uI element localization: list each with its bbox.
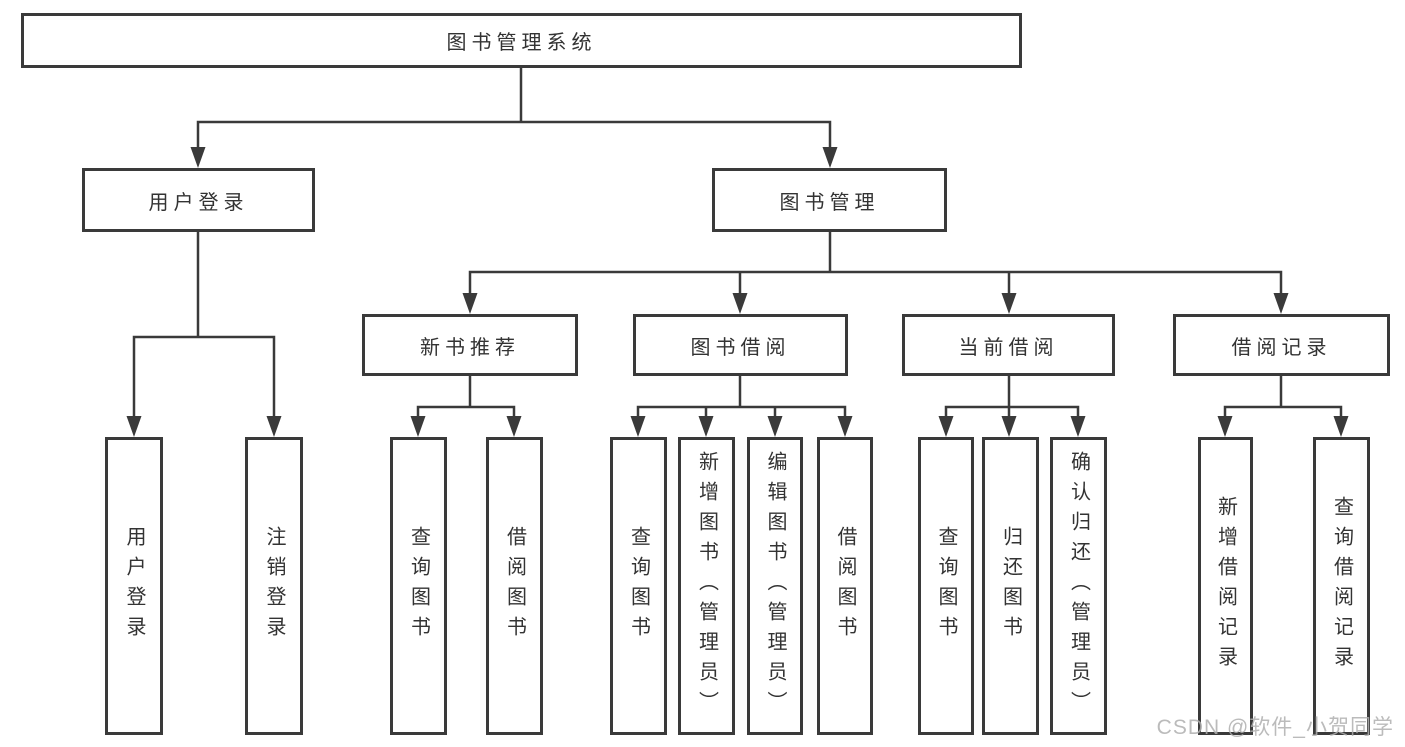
node-book-borrow: 图书借阅 xyxy=(633,314,848,376)
node-add-borrow-record: 新增借阅记录 xyxy=(1198,437,1253,735)
node-edit-books-admin: 编辑图书（管理员） xyxy=(747,437,803,735)
node-current-borrow: 当前借阅 xyxy=(902,314,1115,376)
node-label: 图书管理 xyxy=(779,191,880,214)
node-label: 归还图书 xyxy=(999,526,1022,646)
node-logout: 注销登录 xyxy=(245,437,303,735)
node-user-login: 用户登录 xyxy=(82,168,315,232)
node-label: 用户登录 xyxy=(148,191,249,214)
node-label: 借阅记录 xyxy=(1231,336,1332,359)
node-borrow-books: 借阅图书 xyxy=(817,437,873,735)
node-label: 借阅图书 xyxy=(503,526,526,646)
node-label: 注销登录 xyxy=(263,526,285,646)
node-query-borrow-record: 查询借阅记录 xyxy=(1313,437,1370,735)
node-label: 图书管理系统 xyxy=(446,32,597,54)
node-label: 新增借阅记录 xyxy=(1214,496,1237,676)
node-query-books-current: 查询图书 xyxy=(918,437,974,735)
node-label: 查询图书 xyxy=(935,526,957,646)
node-label: 查询图书 xyxy=(627,526,650,646)
node-query-books-recommend: 查询图书 xyxy=(390,437,447,735)
node-label: 用户登录 xyxy=(123,526,145,646)
node-label: 新书推荐 xyxy=(420,336,520,359)
node-new-book-recommend: 新书推荐 xyxy=(362,314,578,376)
node-confirm-return-admin: 确认归还（管理员） xyxy=(1050,437,1107,735)
node-label: 确认归还（管理员） xyxy=(1067,451,1090,721)
node-label: 查询图书 xyxy=(407,526,430,646)
node-query-books-borrow: 查询图书 xyxy=(610,437,667,735)
node-user-login-action: 用户登录 xyxy=(105,437,163,735)
node-borrow-books-recommend: 借阅图书 xyxy=(486,437,543,735)
csdn-watermark: CSDN @软件_小贺同学 xyxy=(1156,716,1394,739)
node-book-management: 图书管理 xyxy=(712,168,947,232)
node-label: 图书借阅 xyxy=(690,336,791,359)
node-borrow-records: 借阅记录 xyxy=(1173,314,1390,376)
node-label: 新增图书（管理员） xyxy=(695,451,718,721)
node-label: 当前借阅 xyxy=(958,336,1059,359)
node-label: 查询借阅记录 xyxy=(1330,496,1353,676)
node-label: 借阅图书 xyxy=(834,526,856,646)
node-add-books-admin: 新增图书（管理员） xyxy=(678,437,735,735)
node-label: 编辑图书（管理员） xyxy=(764,451,786,721)
node-return-books: 归还图书 xyxy=(982,437,1039,735)
node-library-system: 图书管理系统 xyxy=(21,13,1022,68)
